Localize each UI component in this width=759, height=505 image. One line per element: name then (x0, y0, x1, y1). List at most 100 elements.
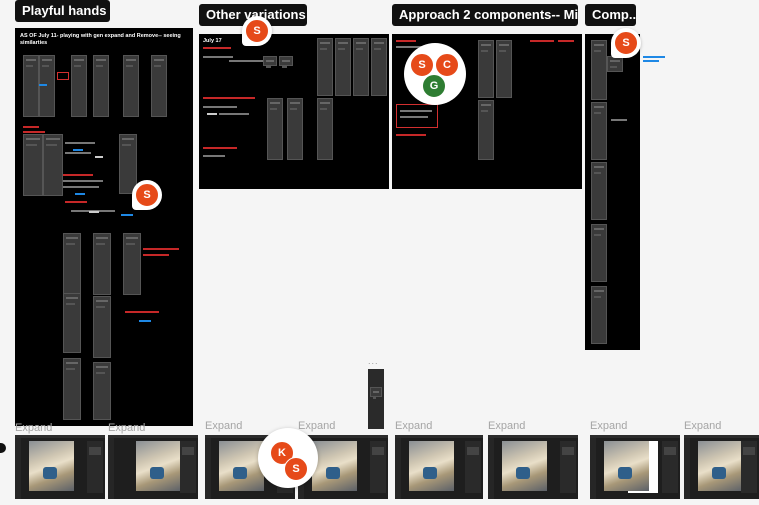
user-avatar[interactable]: S (284, 457, 308, 481)
sidebar (684, 438, 690, 499)
panel-thumbnail (591, 102, 607, 160)
highlight (121, 214, 133, 216)
frame-title-approach-2[interactable]: Approach 2 components-- Ming'... (392, 4, 578, 26)
expand-thumbnail[interactable] (684, 435, 759, 499)
panel-thumbnail (591, 162, 607, 220)
frame-narrow[interactable] (368, 369, 384, 429)
dog-image (29, 441, 74, 491)
dog-image (312, 441, 357, 491)
panel-thumbnail (23, 134, 43, 196)
panel-thumbnail (370, 387, 382, 399)
expand-thumbnail[interactable] (108, 435, 198, 499)
panel-thumbnail (353, 38, 369, 96)
panel-thumbnail (335, 38, 351, 96)
panel-thumbnail (496, 40, 512, 98)
user-avatar[interactable]: S (410, 53, 434, 77)
dog-image (219, 441, 264, 491)
panel-thumbnail (43, 134, 63, 196)
expand-label: Expand (205, 420, 243, 432)
sidebar (395, 438, 401, 499)
label (95, 156, 103, 158)
more-indicator[interactable]: ... (368, 356, 379, 366)
frame-title-other-variations[interactable]: Other variations (199, 4, 307, 26)
expand-thumbnail[interactable] (488, 435, 578, 499)
frame-title-comp[interactable]: Comp... (585, 4, 636, 26)
annotation-note (558, 40, 574, 42)
user-avatar[interactable]: S (135, 183, 159, 207)
frame-comp[interactable] (585, 34, 640, 350)
connector (65, 152, 91, 154)
expand-label: Expand (488, 420, 526, 432)
panel-thumbnail (93, 55, 109, 117)
properties-panel (741, 441, 757, 493)
toolbar (590, 435, 680, 438)
collaborator-bubble[interactable]: K S (258, 428, 318, 488)
annotation-note (143, 254, 169, 256)
panel-thumbnail (93, 233, 111, 295)
user-avatar[interactable]: S (614, 31, 638, 55)
annotation-note (143, 248, 179, 250)
connector (63, 180, 103, 182)
highlight (75, 193, 85, 195)
annotation-note (23, 131, 45, 133)
comment-pin[interactable]: S (132, 180, 162, 210)
panel-thumbnail (39, 55, 55, 117)
user-avatar[interactable]: C (435, 53, 459, 77)
panel-thumbnail (591, 286, 607, 344)
toolbar (488, 435, 578, 438)
expand-label: Expand (298, 420, 336, 432)
panel-thumbnail (591, 224, 607, 282)
highlight (39, 84, 47, 86)
user-avatar[interactable]: G (422, 74, 446, 98)
scroll-handle[interactable] (0, 443, 6, 453)
annotation-note (396, 40, 416, 42)
annotation-note (203, 47, 231, 49)
panel-thumbnail (23, 55, 39, 117)
annotation-note (125, 311, 159, 313)
panel-thumbnail (607, 56, 623, 72)
panel-thumbnail (123, 55, 139, 117)
comment-pin[interactable]: S (242, 16, 272, 46)
frame-other-variations[interactable]: July 17 (199, 34, 389, 189)
expand-label: Expand (108, 422, 146, 434)
frame-title-playful-hands[interactable]: Playful hands (15, 0, 110, 22)
toolbar (15, 435, 105, 438)
sidebar (488, 438, 494, 499)
properties-panel (370, 441, 386, 493)
toolbar (298, 435, 388, 438)
toolbar (395, 435, 483, 438)
dog-image (409, 441, 454, 491)
annotation-note (203, 97, 255, 99)
dog-image (502, 441, 547, 491)
properties-panel (662, 441, 678, 493)
panel-thumbnail (287, 98, 303, 160)
annotation-note (63, 174, 93, 176)
frame-playful-hands[interactable]: AS OF July 11- playing with gen expand a… (15, 28, 193, 426)
frame-heading: July 17 (203, 38, 222, 44)
expand-thumbnail[interactable] (395, 435, 483, 499)
expand-thumbnail[interactable] (590, 435, 680, 499)
panel-thumbnail (119, 134, 137, 194)
panel-thumbnail (63, 293, 81, 353)
comment-pin[interactable]: S (611, 28, 641, 58)
panel-thumbnail (591, 40, 607, 100)
sidebar (590, 438, 596, 499)
toolbar (108, 435, 198, 438)
connector (611, 119, 627, 121)
user-avatar[interactable]: S (245, 19, 269, 43)
dog-image (698, 441, 743, 491)
label (89, 211, 99, 213)
collaborator-bubble[interactable]: S C G (404, 43, 466, 105)
panel-thumbnail (151, 55, 167, 117)
expand-thumbnail[interactable] (15, 435, 105, 499)
sidebar (15, 438, 21, 499)
expand-label: Expand (590, 420, 628, 432)
panel-thumbnail (93, 362, 111, 420)
connector (396, 46, 422, 48)
connector (63, 186, 99, 188)
annotation-note (23, 126, 39, 128)
label (207, 113, 217, 115)
expand-label: Expand (15, 422, 53, 434)
expand-label: Expand (395, 420, 433, 432)
panel-thumbnail (267, 98, 283, 160)
